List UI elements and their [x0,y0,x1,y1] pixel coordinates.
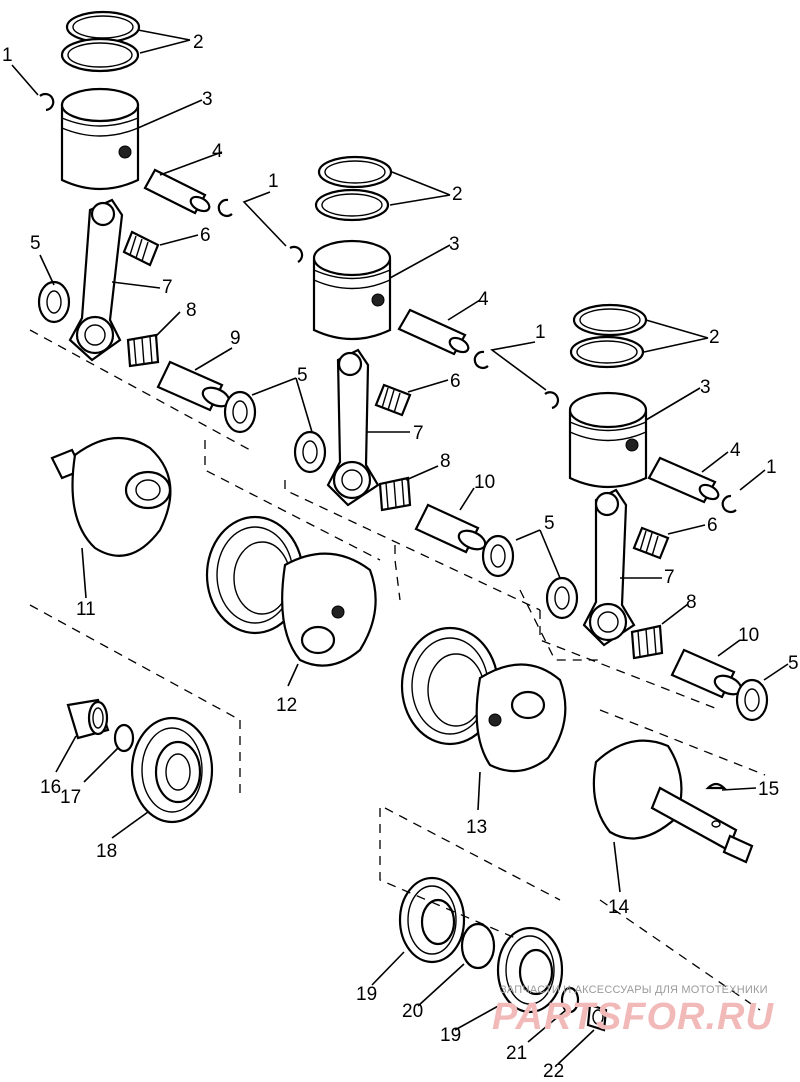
callout-7: 7 [413,423,424,444]
callout-19: 19 [356,984,378,1005]
piston-rings-b [314,155,393,222]
small-end-bearing-c [632,526,670,560]
bushing-16 [66,698,110,740]
big-end-bearing-c [630,624,664,660]
callout-3: 3 [700,377,711,398]
callout-2: 2 [452,184,463,205]
snap-ring-20 [460,922,496,970]
callout-21: 21 [506,1043,528,1064]
callout-17: 17 [60,787,82,808]
callout-13: 13 [466,817,488,838]
ball-bearing-19a [398,876,466,964]
connecting-rod-a [68,198,124,362]
crank-end-section-11 [50,436,172,557]
big-end-bearing-b [378,476,412,512]
callout-4: 4 [478,289,489,310]
piston-rings-a [60,10,141,73]
circlip-c2 [721,494,737,514]
callout-3: 3 [449,234,460,255]
ball-bearing-19b [496,926,564,1014]
thrust-washer-a [37,280,71,324]
callout-2: 2 [709,327,720,348]
connecting-rod-b [326,348,380,507]
callout-6: 6 [200,225,211,246]
watermark-tagline: ЗАПЧАСТИ И АКСЕССУАРЫ ДЛЯ МОТОТЕХНИКИ [500,984,768,996]
callout-18: 18 [96,841,118,862]
callout-7: 7 [162,277,173,298]
piston-c [568,391,648,489]
big-end-bearing-a [126,333,160,368]
callout-5: 5 [788,653,799,674]
piston-pin-c [647,456,720,504]
thrust-washer-b2 [481,534,515,578]
leader-lines [11,29,789,1065]
small-end-bearing-b [374,383,412,417]
alignment-lines [29,329,766,1011]
callout-2: 2 [193,32,204,53]
callout-12: 12 [276,695,298,716]
callout-1: 1 [2,45,13,66]
crank-web-section-12 [205,515,377,667]
piston-pin-b [397,308,470,356]
watermark-logo: PARTSFOR.RU [492,996,774,1038]
callout-4: 4 [212,141,223,162]
circlip-b1 [289,245,304,263]
thrust-washer-c2 [735,678,769,722]
callout-1: 1 [268,171,279,192]
piston-rings-c [569,303,648,369]
callout-11: 11 [76,599,96,620]
callout-15: 15 [758,779,780,800]
crankpin-b [414,503,487,554]
piston-pin-a [143,168,211,215]
callout-6: 6 [450,371,461,392]
ball-bearing-18 [130,716,214,824]
callout-16: 16 [40,777,62,798]
callout-14: 14 [608,897,630,918]
connecting-rod-c [582,488,636,647]
callout-7: 7 [664,567,675,588]
thrust-washer-a2 [223,390,257,434]
circlip-a2 [217,198,233,217]
piston-b [312,239,392,341]
callout-8: 8 [686,592,697,613]
woodruff-key [705,782,727,790]
callout-10: 10 [738,625,760,646]
callout-9: 9 [230,328,241,349]
piston-a [60,87,140,191]
small-end-bearing-a [122,230,160,267]
circlip-b2 [473,350,489,369]
snap-ring-17 [113,723,135,753]
callout-19: 19 [440,1025,462,1046]
callout-1: 1 [535,322,546,343]
callout-10: 10 [474,472,496,493]
nut-22 [586,1003,608,1032]
crankpin-c [670,648,743,699]
crank-end-section-14 [592,739,754,864]
callout-22: 22 [543,1061,565,1082]
callout-5: 5 [30,233,41,254]
callout-5: 5 [544,513,555,534]
circlip-a1 [39,93,55,112]
callout-6: 6 [707,515,718,536]
thrust-washer-b [293,430,327,474]
crankpin-a [156,360,231,412]
thrust-washer-c [545,576,579,620]
crank-web-section-13 [400,626,567,773]
spacer-21 [560,986,580,1014]
callout-3: 3 [202,89,213,110]
callout-5: 5 [297,365,308,386]
callout-4: 4 [730,440,741,461]
circlip-c1 [544,391,560,410]
callout-8: 8 [440,451,451,472]
callout-1: 1 [766,457,777,478]
callout-20: 20 [402,1001,424,1022]
callout-8: 8 [186,300,197,321]
